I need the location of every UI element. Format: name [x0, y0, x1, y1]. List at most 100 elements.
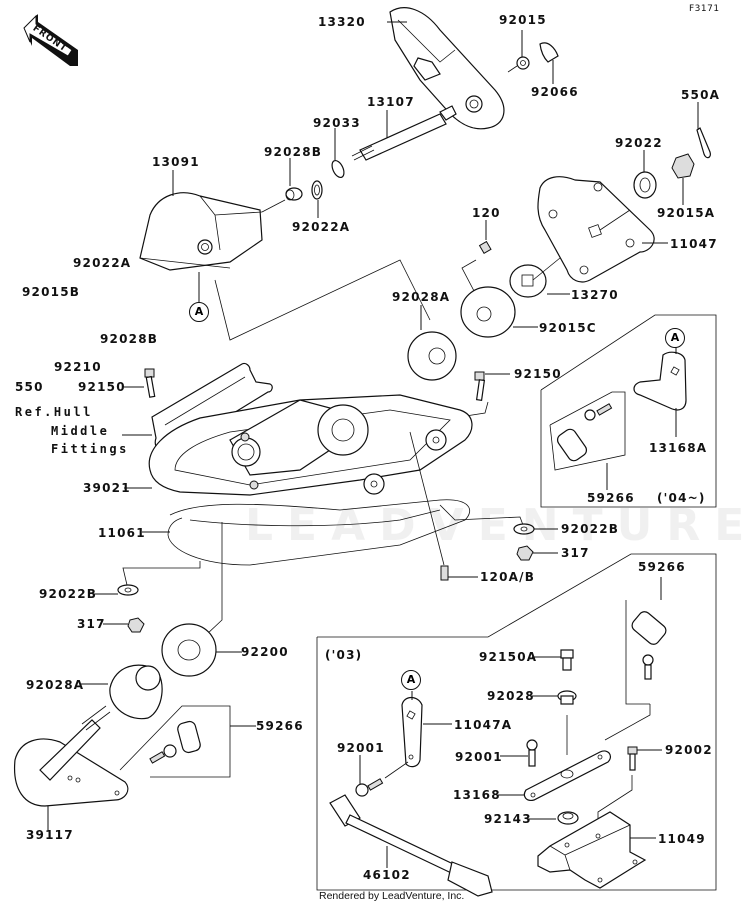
label-92150-left: 92150: [78, 380, 126, 394]
kit-box-59266-04: [549, 391, 626, 471]
part-11047A-arm: [401, 696, 423, 768]
part-317-nut-left: [127, 617, 145, 633]
label-59266-03: 59266: [638, 560, 686, 574]
part-92200-washer: [161, 623, 217, 677]
label-92210: 92210: [54, 360, 102, 374]
part-13320-handle: [389, 7, 505, 130]
label-120AB: 120A/B: [480, 570, 536, 584]
kit-box-2004: [540, 314, 717, 508]
label-59266-left: 59266: [256, 719, 304, 733]
label-92022A-top: 92022A: [292, 220, 351, 234]
render-credit: Rendered by LeadVenture, Inc.: [319, 890, 465, 902]
part-92022-washer: [633, 171, 657, 199]
part-92001-ball-stud-mid: [526, 739, 538, 767]
label-92001-left: 92001: [337, 741, 385, 755]
label-92022A-left: 92022A: [73, 256, 132, 270]
label-92150A: 92150A: [479, 650, 538, 664]
figure-id: F3171: [689, 4, 720, 14]
label-92028: 92028: [487, 689, 535, 703]
part-39117-lever: [13, 705, 129, 807]
label-11047: 11047: [670, 237, 718, 251]
label-92028B-top: 92028B: [264, 145, 323, 159]
label-92022B-left: 92022B: [39, 587, 98, 601]
part-11061-gasket: [167, 499, 470, 566]
label-39021: 39021: [83, 481, 131, 495]
part-11049-bracket: [537, 811, 647, 889]
part-92066-clip: [539, 42, 559, 63]
label-92022B-right: 92022B: [561, 522, 620, 536]
callout-a-housing: A: [189, 302, 209, 322]
part-13107-shaft: [351, 105, 457, 161]
part-92028A-grommet: [407, 331, 457, 381]
part-92150-bolt-right: [474, 371, 486, 401]
part-59266-ball-joint-04: [556, 403, 613, 462]
label-92150-right: 92150: [514, 367, 562, 381]
label-550: 550: [15, 380, 44, 394]
label-92143: 92143: [484, 812, 532, 826]
label-13270: 13270: [571, 288, 619, 302]
part-92015-nut: [516, 56, 530, 70]
kit-box-2003: [316, 553, 717, 891]
part-13168A-bracket: [633, 351, 687, 411]
kit-box-59266-03: [625, 600, 650, 705]
front-arrow-icon: [23, 14, 78, 66]
label-59266-04: 59266: [587, 491, 635, 505]
year-note-2004: ('04~): [657, 491, 706, 505]
part-39021-housing: [148, 394, 473, 496]
part-11047-plate: [537, 176, 655, 283]
part-120AB-bolt: [440, 565, 449, 581]
label-92015: 92015: [499, 13, 547, 27]
label-11049: 11049: [658, 832, 706, 846]
year-note-2003: ('03): [325, 648, 363, 662]
label-11061: 11061: [98, 526, 146, 540]
label-92028A-low: 92028A: [26, 678, 85, 692]
part-120-bolt: [478, 240, 492, 255]
callout-a-2003: A: [401, 670, 421, 690]
label-92001-mid: 92001: [455, 750, 503, 764]
part-92015C-nut: [460, 286, 516, 338]
ref-note-line2: Middle: [51, 424, 110, 438]
part-550A-cotter-pin: [696, 127, 711, 159]
part-92150A-bolt: [560, 649, 574, 671]
label-550A: 550A: [681, 88, 721, 102]
part-92022B-washer-right: [513, 523, 535, 535]
watermark: LEADVENTURE: [245, 500, 750, 551]
part-92028A-grommet-low: [109, 664, 163, 720]
part-13270-disc: [509, 264, 547, 298]
label-13168: 13168: [453, 788, 501, 802]
label-92015A: 92015A: [657, 206, 716, 220]
label-92015C: 92015C: [539, 321, 597, 335]
label-120: 120: [472, 206, 501, 220]
label-11047A: 11047A: [454, 718, 513, 732]
part-13091-housing: [139, 192, 263, 271]
kit-box-59266-left: [119, 705, 231, 778]
label-13107: 13107: [367, 95, 415, 109]
part-59266-ball-joint-left: [149, 720, 201, 764]
label-92200: 92200: [241, 645, 289, 659]
part-13168-plate: [523, 750, 612, 801]
label-39117: 39117: [26, 828, 74, 842]
part-59266-ball-joint-03: [631, 611, 667, 680]
label-317-left: 317: [77, 617, 106, 631]
label-92015B: 92015B: [22, 285, 81, 299]
part-92150-bolt-left: [144, 368, 156, 398]
label-92028A-mid: 92028A: [392, 290, 451, 304]
part-92022B-washer-left: [117, 584, 139, 596]
part-92033-circlip: [331, 159, 345, 179]
label-13168A: 13168A: [649, 441, 708, 455]
label-92066: 92066: [531, 85, 579, 99]
part-46102-rod: [329, 794, 493, 897]
label-13320: 13320: [318, 15, 366, 29]
ref-note-line1: Ref.Hull: [15, 405, 93, 419]
label-92028B-left: 92028B: [100, 332, 159, 346]
part-92143-spacer: [557, 811, 579, 825]
part-92022A-washer: [311, 180, 323, 200]
ref-note-line3: Fittings: [51, 442, 129, 456]
part-92001-ball-stud-left: [355, 778, 384, 797]
label-92033: 92033: [313, 116, 361, 130]
part-92028B-bushing: [285, 187, 303, 201]
part-92015A-castle-nut: [671, 153, 695, 179]
part-92002-bolt: [627, 746, 638, 771]
label-46102: 46102: [363, 868, 411, 882]
